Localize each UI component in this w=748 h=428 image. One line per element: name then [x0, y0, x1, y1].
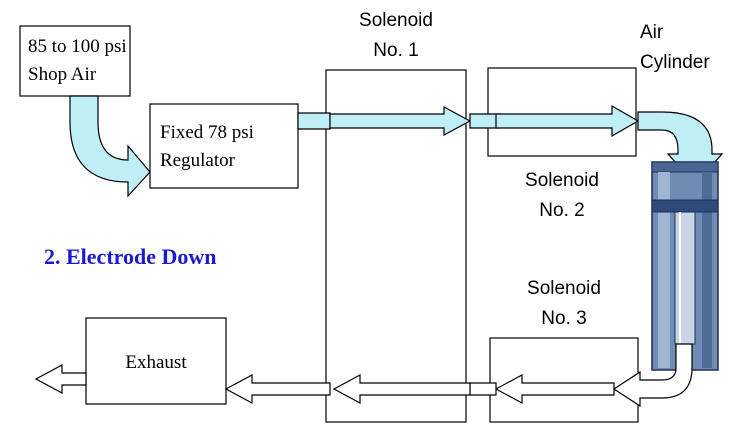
solenoid-3-label-line1: Solenoid: [527, 278, 601, 299]
regulator-to-solenoid1-arrow: [297, 112, 331, 130]
solenoid1-to-exhaust-arrow: [224, 373, 331, 405]
solenoid-1-label-line2: No. 1: [373, 40, 418, 61]
regulator-box: [149, 103, 299, 189]
solenoid-2-label-line2: No. 2: [539, 200, 584, 221]
shop-air-supply-arrow: [69, 95, 151, 198]
solenoid-2-label-line1: Solenoid: [525, 170, 599, 191]
cylinder-label-line1: Air: [640, 22, 664, 43]
solenoid-1-box: [325, 69, 467, 423]
shop-air-box: [19, 25, 131, 97]
solenoid-3-label-line2: No. 3: [541, 308, 586, 329]
shop-air-label-line1: 85 to 100 psi: [28, 36, 127, 57]
solenoid-1-label-line1: Solenoid: [359, 10, 433, 31]
air-cylinder: [651, 161, 719, 371]
exhaust-box: [85, 317, 227, 405]
cylinder-label-line2: Cylinder: [640, 52, 710, 73]
solenoid2-supply-arrow: [495, 104, 640, 138]
exhaust-outlet-arrow: [34, 363, 87, 395]
cylinder-exhaust-arrow: [612, 343, 693, 408]
solenoid3-to-solenoid1-connector: [469, 382, 497, 396]
solenoid-2-box: [487, 67, 637, 157]
diagram-title: 2. Electrode Down: [44, 244, 217, 269]
regulator-label-line2: Regulator: [160, 150, 236, 171]
solenoid1-supply-arrow: [329, 105, 472, 137]
shop-air-label-line2: Shop Air: [28, 64, 97, 85]
exhaust-label: Exhaust: [125, 352, 187, 373]
solenoid1-exhaust-arrow: [332, 373, 471, 405]
regulator-label-line1: Fixed 78 psi: [160, 122, 254, 143]
solenoid3-exhaust-arrow: [494, 373, 615, 405]
